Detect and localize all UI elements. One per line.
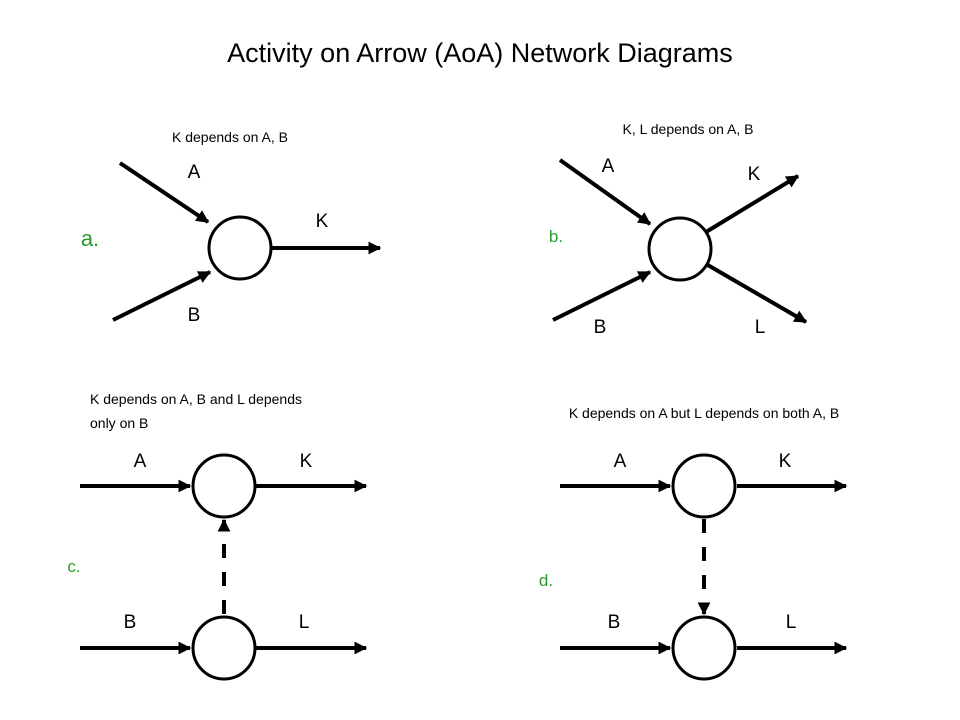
diagram-c-tag: c. bbox=[67, 557, 80, 576]
activity-label-b: B bbox=[608, 612, 621, 633]
activity-label-a: A bbox=[614, 451, 627, 472]
diagram-d-caption: K depends on A but L depends on both A, … bbox=[569, 405, 839, 421]
diagram-c-caption-line1: K depends on A, B and L depends bbox=[90, 391, 302, 407]
activity-label-a: A bbox=[602, 156, 615, 177]
activity-label-l: L bbox=[755, 317, 766, 338]
activity-label-k: K bbox=[748, 164, 761, 185]
diagram-b-caption: K, L depends on A, B bbox=[622, 121, 753, 137]
event-node-top bbox=[191, 453, 257, 519]
diagram-a-caption: K depends on A, B bbox=[172, 129, 288, 145]
activity-label-k: K bbox=[779, 451, 792, 472]
activity-arrow-k bbox=[704, 174, 800, 234]
diagram-c-caption-line2: only on B bbox=[90, 415, 148, 431]
activity-label-l: L bbox=[786, 612, 797, 633]
event-node-bottom bbox=[191, 615, 257, 681]
page-title: Activity on Arrow (AoA) Network Diagrams bbox=[227, 38, 733, 68]
event-node bbox=[207, 215, 273, 281]
diagram-b-tag: b. bbox=[549, 227, 563, 246]
event-node-top bbox=[671, 453, 737, 519]
diagram-b: K, L depends on A, B b. A B K L bbox=[549, 121, 808, 338]
diagram-a: K depends on A, B a. A B K bbox=[81, 129, 382, 326]
event-node bbox=[647, 216, 713, 282]
activity-label-b: B bbox=[188, 305, 201, 326]
activity-label-a: A bbox=[134, 451, 147, 472]
event-node-bottom bbox=[671, 615, 737, 681]
activity-arrow-b bbox=[112, 270, 212, 322]
diagram-c: K depends on A, B and L depends only on … bbox=[67, 391, 368, 681]
activity-label-l: L bbox=[299, 612, 310, 633]
activity-label-k: K bbox=[300, 451, 313, 472]
activity-arrow-l bbox=[704, 262, 808, 324]
activity-arrow-a bbox=[118, 161, 210, 224]
diagram-d-tag: d. bbox=[539, 571, 553, 590]
diagram-a-tag: a. bbox=[81, 226, 99, 251]
activity-arrow-b bbox=[552, 270, 652, 322]
activity-label-b: B bbox=[594, 317, 607, 338]
diagram-d: K depends on A but L depends on both A, … bbox=[539, 405, 848, 681]
activity-label-a: A bbox=[188, 162, 201, 183]
activity-arrow-a bbox=[558, 158, 652, 226]
activity-label-b: B bbox=[124, 612, 137, 633]
activity-label-k: K bbox=[316, 211, 329, 232]
